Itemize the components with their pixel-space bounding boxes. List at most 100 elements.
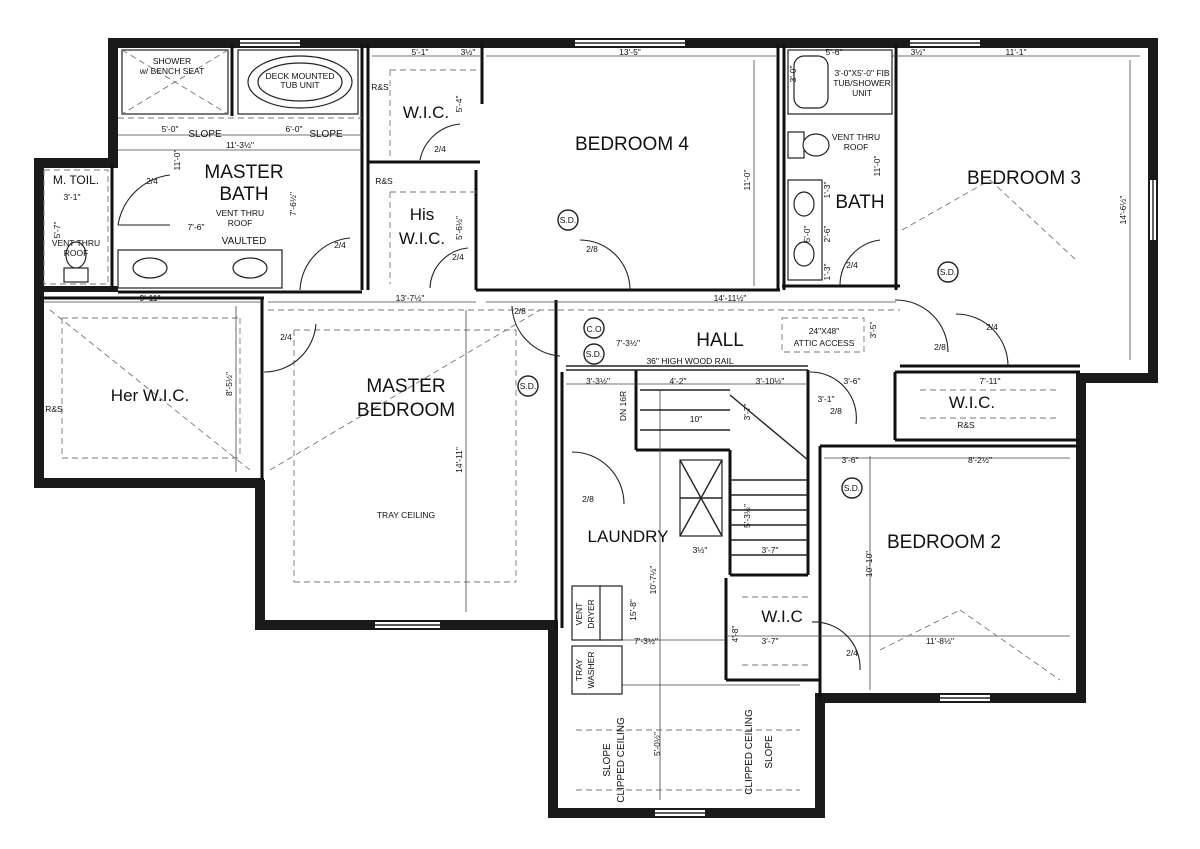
clipped-left-2: CLIPPED CEILING <box>616 717 627 803</box>
dim-14-6: 14'-6½" <box>1118 196 1128 225</box>
vent-bath-note-1: VENT THRU <box>832 132 880 142</box>
vent-master-note-2: ROOF <box>228 218 253 228</box>
co-note: C.O <box>586 324 602 334</box>
slope-note-1: SLOPE <box>188 129 222 140</box>
dim-3-5: 3'-5" <box>868 322 878 339</box>
doors <box>117 123 1009 671</box>
fib-tub-note-2: TUB/SHOWER <box>833 78 891 88</box>
dim-13-7: 13'-7½" <box>396 293 425 303</box>
rs-note-3: R&S <box>45 404 63 414</box>
door-label-13: 2/4 <box>846 648 858 658</box>
bedroom4-label: BEDROOM 4 <box>575 134 689 155</box>
dim-14-11v: 14'-11" <box>454 447 464 473</box>
vent-master-note-1: VENT THRU <box>216 208 264 218</box>
smoke-detectors: S.D. S.D. S.D. S.D. S.D. <box>517 209 959 499</box>
door-label-11: 2/8 <box>830 406 842 416</box>
dim-5-6v: 5'-6½" <box>454 216 464 240</box>
dim-10-10: 10'-10" <box>864 551 874 577</box>
rs-note-1: R&S <box>371 82 389 92</box>
dim-10-7: 10'-7½" <box>648 566 658 595</box>
dim-11-1: 11'-1" <box>1005 47 1026 57</box>
fib-tub-note-1: 3'-0"X5'-0" FIB <box>834 68 889 78</box>
clipped-right-1: CLIPPED CEILING <box>744 709 755 795</box>
dim-11-0-bath: 11'-0" <box>172 149 182 170</box>
dim-5-0b: 5'-0½" <box>652 732 662 756</box>
dim-8-2: 8'-2½" <box>968 455 992 465</box>
dim-5-0v: 5'-0" <box>802 226 812 243</box>
master-bath-label-1: MASTER <box>204 162 283 183</box>
dryer-note-1: VENT <box>574 603 584 626</box>
door-label-9: 2/4 <box>986 322 998 332</box>
dim-13-5: 13'-5" <box>619 47 641 57</box>
dim-3h-b: 3½" <box>911 47 926 57</box>
room-labels: MASTER BATH MASTER BEDROOM BEDROOM 4 BED… <box>53 103 1081 626</box>
door-label-6: 2/4 <box>280 332 292 342</box>
vent-toil-note-1: VENT THRU <box>52 238 100 248</box>
her-wic-label: Her W.I.C. <box>111 386 189 405</box>
washer-note-2: WASHER <box>586 652 596 689</box>
dim-3-7v: 3'-7" <box>742 404 752 421</box>
door-label-3: 2/4 <box>434 144 446 154</box>
dim-3-7b: 3'-7" <box>762 636 779 646</box>
dim-5-6: 5'-6" <box>826 47 843 57</box>
attic-note-1: 24"X48" <box>809 326 840 336</box>
dim-7-6: 7'-6" <box>188 222 205 232</box>
washer-note-1: TRAY <box>574 659 584 681</box>
vaulted-note: VAULTED <box>222 236 267 247</box>
wic-right-label: W.I.C. <box>949 393 995 412</box>
bedroom2-label: BEDROOM 2 <box>887 532 1001 553</box>
hall-label: HALL <box>696 330 744 351</box>
wood-rail-note: 36" HIGH WOOD RAIL <box>646 356 733 366</box>
m-toil-label: M. TOIL. <box>53 173 99 187</box>
sd-3: S.D. <box>586 349 603 359</box>
laundry-label: LAUNDRY <box>588 527 669 546</box>
attic-note-2: ATTIC ACCESS <box>794 338 855 348</box>
fib-tub-note-3: UNIT <box>852 88 872 98</box>
fixtures <box>43 49 893 695</box>
sd-5: S.D. <box>844 483 861 493</box>
windows <box>240 40 1156 816</box>
door-label-5: 2/8 <box>586 244 598 254</box>
dim-7-3b: 7'-3½" <box>634 636 658 646</box>
dimension-lines <box>44 55 1140 800</box>
door-label-2: 2/4 <box>334 240 346 250</box>
dim-3h-c: 3½" <box>693 545 708 555</box>
wic-bottom-label: W.I.C <box>761 607 803 626</box>
dim-3-6: 3'-6" <box>844 376 861 386</box>
door-label-10: 2/8 <box>934 342 946 352</box>
dim-8-5: 8'-5½" <box>224 372 234 396</box>
dim-3-3: 3'-3½" <box>586 376 610 386</box>
shower-note-1: SHOWER <box>153 56 191 66</box>
sd-4: S.D. <box>520 381 537 391</box>
dim-3h-a: 3½" <box>461 47 476 57</box>
dim-10: 10" <box>690 414 702 424</box>
his-wic-label-1: His <box>410 205 435 224</box>
sd-1: S.D. <box>560 215 577 225</box>
interior-walls <box>40 44 1080 700</box>
dim-14-11: 14'-11½" <box>714 293 747 303</box>
master-bedroom-label-1: MASTER <box>366 376 445 397</box>
dim-5-1: 5'-1" <box>412 47 429 57</box>
dim-11-0-b4: 11'-0" <box>742 169 752 190</box>
bath-label: BATH <box>835 192 884 213</box>
dim-11-8: 11'-8½" <box>926 636 954 646</box>
his-wic-label-2: W.I.C. <box>399 229 445 248</box>
tub-note-2: TUB UNIT <box>280 80 319 90</box>
dim-5-3: 5'-3½" <box>742 504 752 528</box>
dim-3-10: 3'-10½" <box>756 376 785 386</box>
door-labels: 2/4 2/4 2/4 2/4 2/8 2/4 2/8 2/4 2/4 2/8 … <box>146 144 998 658</box>
rs-note-4: R&S <box>957 420 975 430</box>
dryer-note-2: DRYER <box>586 599 596 629</box>
dim-2-6: 2'-6" <box>822 226 832 243</box>
door-label-7: 2/8 <box>514 306 526 316</box>
dim-5-7: 5'-7" <box>52 222 62 239</box>
dim-3-7a: 3'-7" <box>762 545 779 555</box>
dim-4-2: 4'-2" <box>670 376 687 386</box>
dim-3-1b: 3'-1" <box>818 394 835 404</box>
dim-15-8: 15'-8" <box>628 599 638 621</box>
clipped-right-2: SLOPE <box>764 735 775 769</box>
sd-2: S.D. <box>940 267 957 277</box>
dim-11-0-b: 11'-0" <box>872 155 882 176</box>
tub-note-1: DECK MOUNTED <box>266 71 335 81</box>
door-label-1: 2/4 <box>146 176 158 186</box>
